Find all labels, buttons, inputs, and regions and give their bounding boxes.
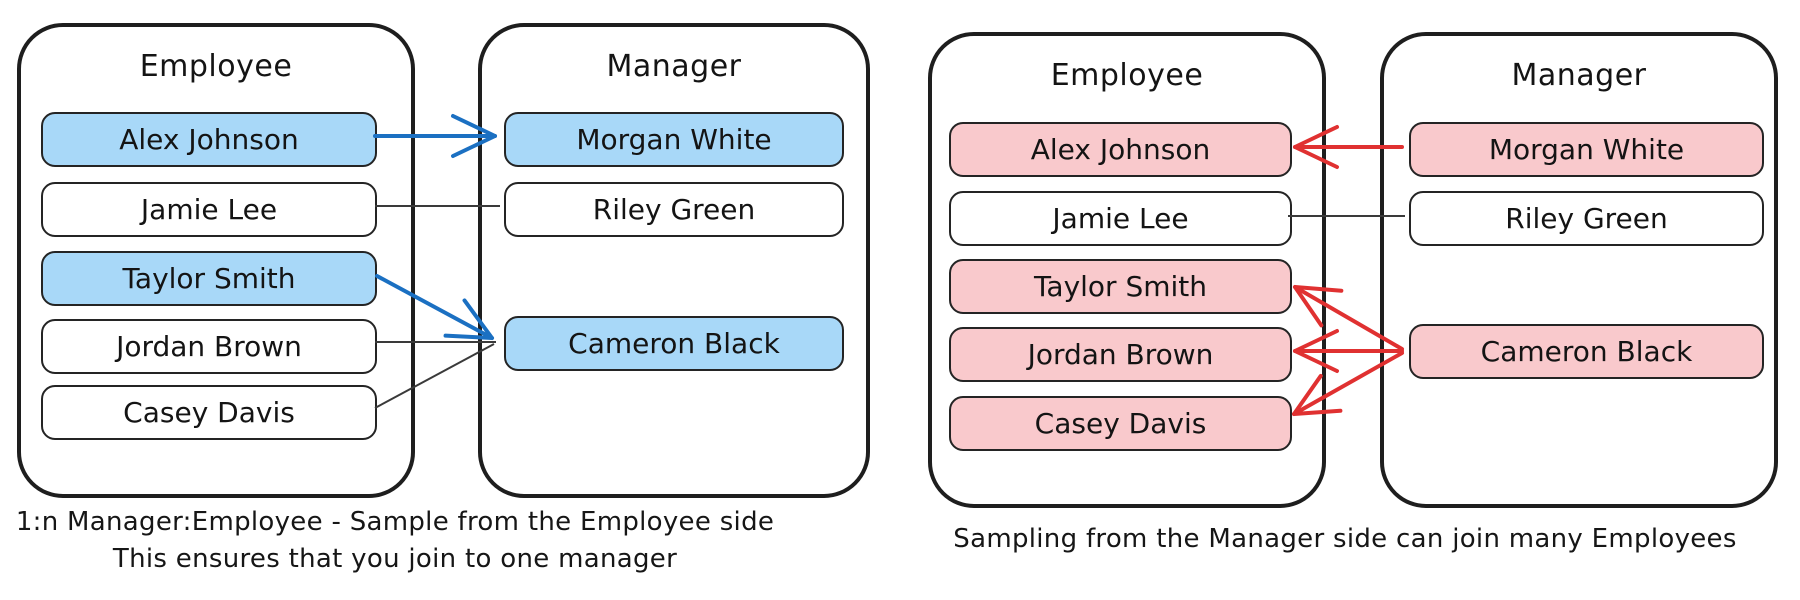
right-manager-row-cameron-black: Cameron Black [1409, 324, 1764, 379]
right-employee-row-alex-johnson: Alex Johnson [949, 122, 1292, 177]
left-caption-line1: 1:n Manager:Employee - Sample from the E… [15, 507, 775, 537]
right-employee-panel: Employee Alex Johnson Jamie Lee Taylor S… [928, 32, 1326, 508]
right-employee-row-taylor-smith: Taylor Smith [949, 259, 1292, 314]
left-manager-row-morgan-white: Morgan White [504, 112, 844, 167]
left-manager-panel: Manager Morgan White Riley Green Cameron… [478, 23, 870, 498]
left-employee-panel: Employee Alex Johnson Jamie Lee Taylor S… [17, 23, 415, 498]
right-manager-panel-title: Manager [1511, 58, 1647, 93]
right-employee-row-casey-davis: Casey Davis [949, 396, 1292, 451]
right-caption: Sampling from the Manager side can join … [920, 521, 1770, 558]
right-caption-line1: Sampling from the Manager side can join … [953, 524, 1737, 554]
left-employee-row-taylor-smith: Taylor Smith [41, 251, 377, 306]
left-manager-panel-title: Manager [606, 49, 742, 84]
left-employee-row-jordan-brown: Jordan Brown [41, 319, 377, 374]
right-employee-row-jamie-lee: Jamie Lee [949, 191, 1292, 246]
left-employee-row-alex-johnson: Alex Johnson [41, 112, 377, 167]
left-caption-line2: This ensures that you join to one manage… [112, 544, 678, 574]
right-manager-row-riley-green: Riley Green [1409, 191, 1764, 246]
right-employee-row-jordan-brown: Jordan Brown [949, 327, 1292, 382]
right-manager-panel: Manager Morgan White Riley Green Cameron… [1380, 32, 1778, 508]
left-manager-row-riley-green: Riley Green [504, 182, 844, 237]
left-employee-panel-title: Employee [139, 49, 293, 84]
left-manager-row-cameron-black: Cameron Black [504, 316, 844, 371]
left-caption: 1:n Manager:Employee - Sample from the E… [0, 504, 790, 578]
left-employee-row-casey-davis: Casey Davis [41, 385, 377, 440]
right-employee-panel-title: Employee [1050, 58, 1204, 93]
right-manager-row-morgan-white: Morgan White [1409, 122, 1764, 177]
left-employee-row-jamie-lee: Jamie Lee [41, 182, 377, 237]
